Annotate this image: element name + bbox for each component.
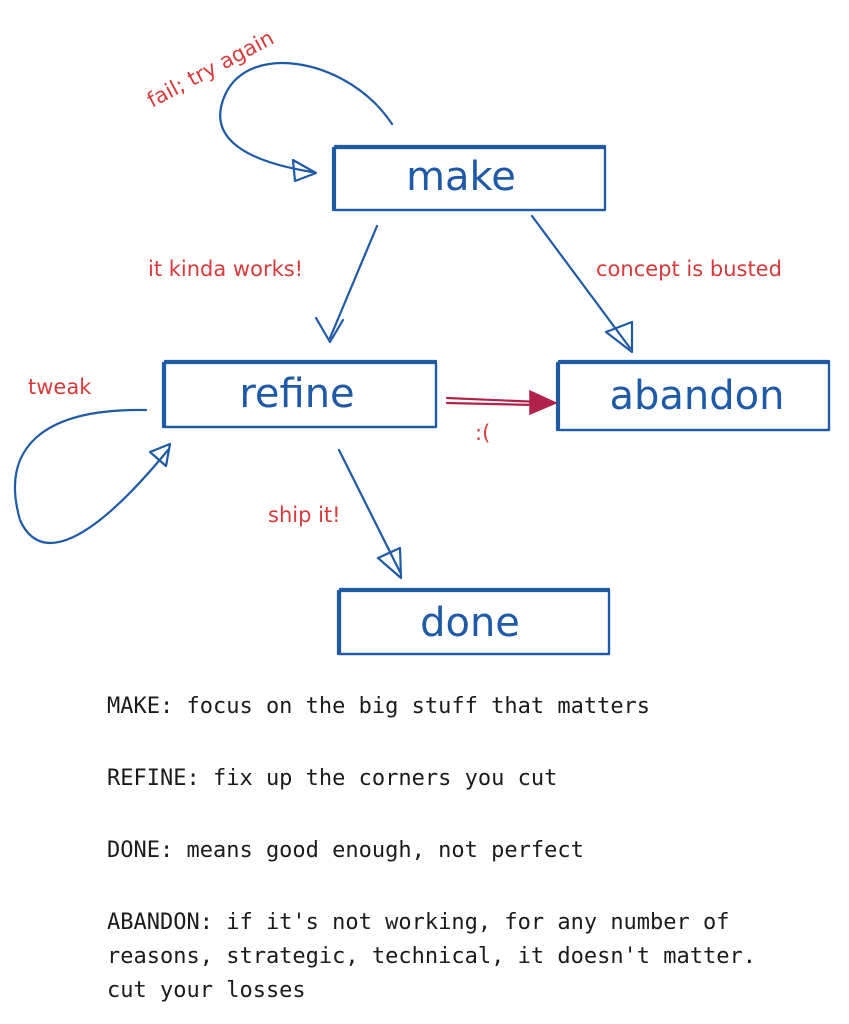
note-make: MAKE: focus on the big stuff that matter… [107, 694, 651, 719]
note-abandon-line2: reasons, strategic, technical, it doesn'… [107, 944, 757, 969]
node-abandon-label: abandon [610, 373, 785, 419]
edge-refine-abandon: :( [445, 389, 558, 445]
note-abandon-line1: ABANDON: if it's not working, for any nu… [107, 910, 730, 935]
node-done-label: done [420, 600, 520, 646]
edge-ship-it-label: ship it! [268, 503, 341, 527]
edge-tweak: tweak [14, 375, 172, 544]
note-refine: REFINE: fix up the corners you cut [107, 766, 558, 791]
node-done[interactable]: done [336, 587, 611, 656]
note-abandon: ABANDON: if it's not working, for any nu… [107, 906, 827, 1008]
edge-concept-is-busted: concept is busted [530, 214, 782, 354]
note-abandon-line3: cut your losses [107, 978, 306, 1003]
node-abandon[interactable]: abandon [555, 359, 831, 432]
node-make[interactable]: make [331, 144, 607, 212]
notes-section: MAKE: focus on the big stuff that matter… [107, 690, 827, 1008]
edge-concept-is-busted-label: concept is busted [596, 257, 782, 281]
edge-it-kinda-works: it kinda works! [148, 224, 379, 344]
node-make-label: make [406, 154, 516, 200]
node-refine-label: refine [239, 371, 354, 417]
edge-it-kinda-works-label: it kinda works! [148, 257, 303, 281]
node-refine[interactable]: refine [161, 359, 438, 429]
edge-ship-it: ship it! [268, 448, 403, 580]
edge-fail-try-again-label: fail; try again [143, 26, 278, 113]
note-done: DONE: means good enough, not perfect [107, 838, 584, 863]
edge-sad-face-label: :( [475, 421, 490, 445]
edge-tweak-label: tweak [28, 375, 92, 399]
edge-fail-try-again: fail; try again [143, 26, 394, 183]
